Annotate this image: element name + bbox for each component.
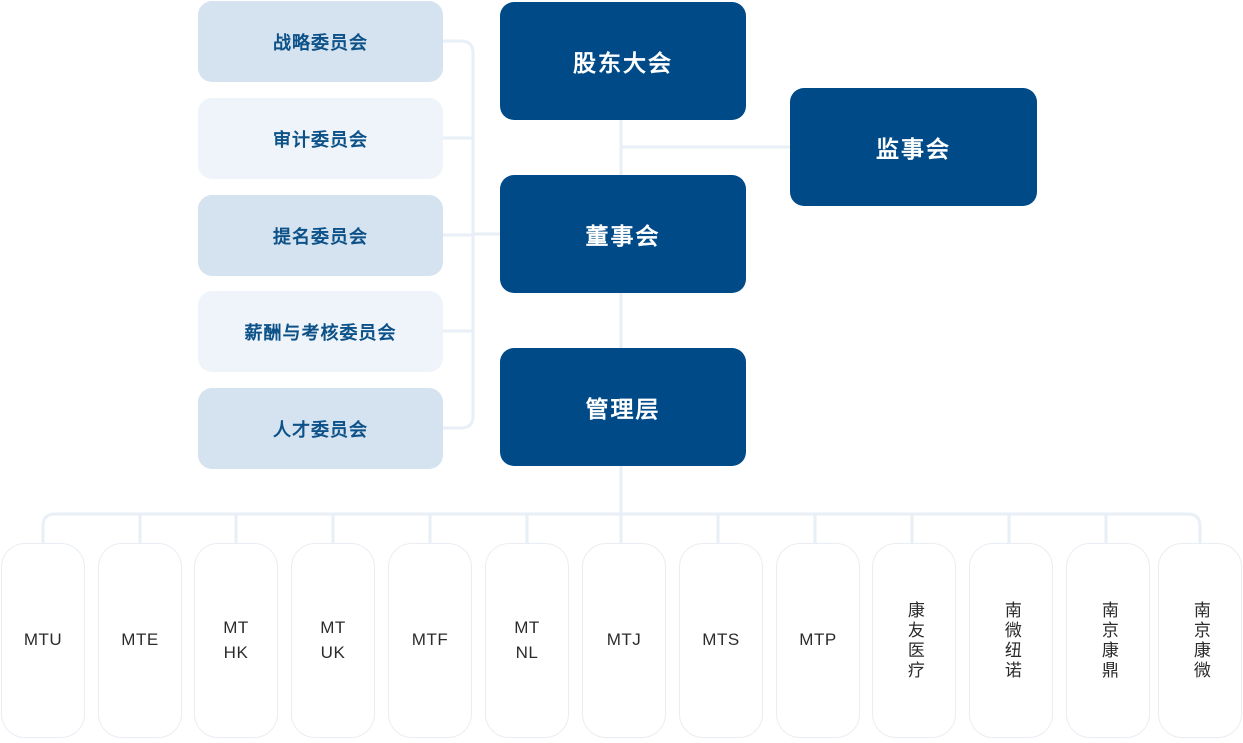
subsidiary-bus <box>41 512 1202 543</box>
node-label: MTE <box>121 630 159 650</box>
node-talent-committee[interactable]: 人才委员会 <box>198 388 443 469</box>
node-label: 战略委员会 <box>273 32 368 53</box>
node-label: 审计委员会 <box>273 129 368 150</box>
node-label: MTU <box>23 630 63 650</box>
node-nomination-committee[interactable]: 提名委员会 <box>198 195 443 276</box>
node-board-of-supervisors[interactable]: 监事会 <box>790 88 1037 206</box>
node-subsidiary-mt-hk[interactable]: MT HK <box>194 543 278 738</box>
node-label: MTP <box>799 630 837 650</box>
node-label: 康友医疗 <box>904 600 924 681</box>
node-strategy-committee[interactable]: 战略委员会 <box>198 1 443 82</box>
node-subsidiary-mtj[interactable]: MTJ <box>582 543 666 738</box>
node-label: 南京康鼎 <box>1098 600 1118 681</box>
committee-spine <box>443 39 475 430</box>
node-subsidiary-mt-nl[interactable]: MT NL <box>485 543 569 738</box>
node-label: 薪酬与考核委员会 <box>244 322 397 343</box>
node-label: 提名委员会 <box>273 226 368 247</box>
node-label: MTF <box>411 630 449 650</box>
node-subsidiary-mte[interactable]: MTE <box>98 543 182 738</box>
node-label: MTS <box>702 630 740 650</box>
node-subsidiary-nanjing-kangding[interactable]: 南京康鼎 <box>1066 543 1150 738</box>
node-label: MTJ <box>606 630 642 650</box>
node-subsidiary-kangyou-medical[interactable]: 康友医疗 <box>872 543 956 738</box>
node-label: 股东大会 <box>573 50 673 76</box>
node-label: MT NL <box>514 617 540 662</box>
node-subsidiary-mtp[interactable]: MTP <box>776 543 860 738</box>
node-subsidiary-mt-uk[interactable]: MT UK <box>291 543 375 738</box>
node-label: 董事会 <box>585 223 661 249</box>
node-label: MT HK <box>223 617 249 662</box>
node-label: 人才委员会 <box>273 419 368 440</box>
node-board-of-directors[interactable]: 董事会 <box>500 175 746 293</box>
node-label: 管理层 <box>585 396 661 422</box>
node-label: 南京康微 <box>1190 600 1210 681</box>
node-subsidiary-mts[interactable]: MTS <box>679 543 763 738</box>
node-subsidiary-nanwei-niuno[interactable]: 南微纽诺 <box>969 543 1053 738</box>
node-shareholders-meeting[interactable]: 股东大会 <box>500 2 746 120</box>
node-management[interactable]: 管理层 <box>500 348 746 466</box>
node-label: 监事会 <box>876 136 951 162</box>
node-subsidiary-mtu[interactable]: MTU <box>1 543 85 738</box>
node-subsidiary-nanjing-kangwei[interactable]: 南京康微 <box>1158 543 1242 738</box>
node-audit-committee[interactable]: 审计委员会 <box>198 98 443 179</box>
node-label: MT UK <box>320 617 346 662</box>
node-subsidiary-mtf[interactable]: MTF <box>388 543 472 738</box>
node-label: 南微纽诺 <box>1001 600 1021 681</box>
node-remuneration-appraisal-committee[interactable]: 薪酬与考核委员会 <box>198 291 443 372</box>
